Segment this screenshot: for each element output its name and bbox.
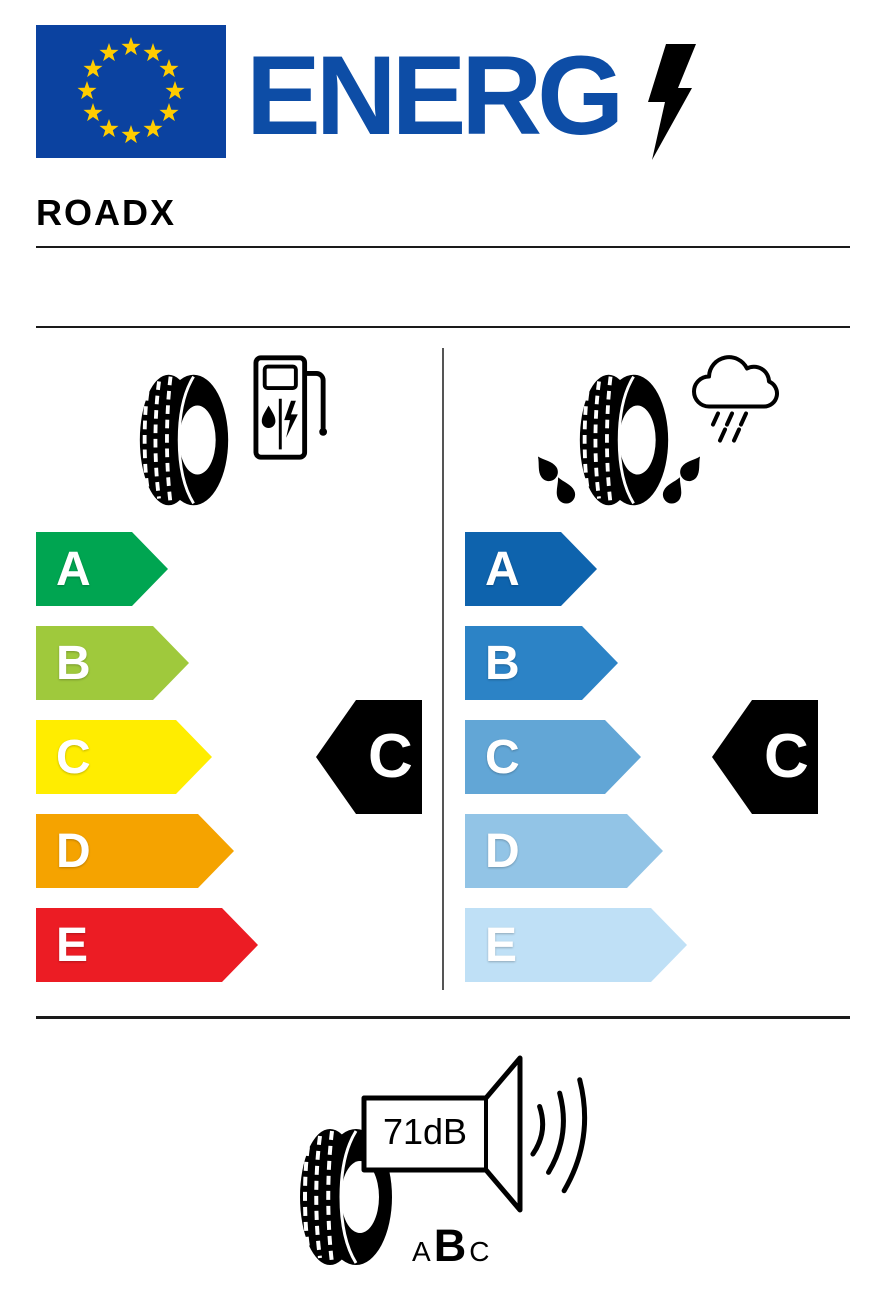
grade-bar-e: E <box>465 908 687 982</box>
fuel-rating-value: C <box>368 722 413 791</box>
fuel-pump-icon <box>253 355 328 460</box>
fuel-rating-arrow: C <box>316 700 422 814</box>
grade-bar-letter: A <box>485 542 520 596</box>
grade-bar-letter: B <box>56 636 91 690</box>
energy-logo-text: ENERG <box>246 33 624 158</box>
grade-bar-letter: C <box>56 730 91 784</box>
grade-bar-d: D <box>465 814 663 888</box>
wet-rating-value: C <box>764 722 809 791</box>
noise-class-c: C <box>469 1236 490 1267</box>
noise-class-b: B <box>433 1220 467 1271</box>
lightning-bolt-icon <box>648 44 696 160</box>
divider-line <box>36 1016 850 1019</box>
grade-bar-letter: E <box>56 918 89 972</box>
grade-bar-e: E <box>36 908 258 982</box>
tire-icon <box>137 372 231 508</box>
grade-bar-c: C <box>36 720 212 794</box>
sound-waves-icon <box>530 1077 588 1194</box>
divider-line <box>36 326 850 328</box>
grade-bar-c: C <box>465 720 641 794</box>
rain-cloud-icon <box>692 355 779 443</box>
grade-bar-d: D <box>36 814 234 888</box>
grade-bar-letter: C <box>485 730 520 784</box>
grade-bar-letter: E <box>485 918 518 972</box>
brand-name: ROADX <box>36 192 177 233</box>
grade-bar-b: B <box>36 626 189 700</box>
grade-bar-a: A <box>465 532 597 606</box>
tire-icon <box>577 372 671 508</box>
vertical-divider <box>442 348 444 990</box>
speaker-icon <box>361 1055 588 1213</box>
grade-bar-letter: D <box>56 824 91 878</box>
grade-bar-a: A <box>36 532 168 606</box>
grade-bar-b: B <box>465 626 618 700</box>
noise-class-a: A <box>412 1236 431 1267</box>
noise-level-value: 71dB <box>382 1111 468 1152</box>
grade-bar-letter: B <box>485 636 520 690</box>
water-splash-icon <box>537 456 576 504</box>
divider-line <box>36 246 850 248</box>
water-splash-icon <box>662 456 701 504</box>
eu-flag <box>36 25 226 158</box>
grade-bar-letter: A <box>56 542 91 596</box>
grade-bar-letter: D <box>485 824 520 878</box>
